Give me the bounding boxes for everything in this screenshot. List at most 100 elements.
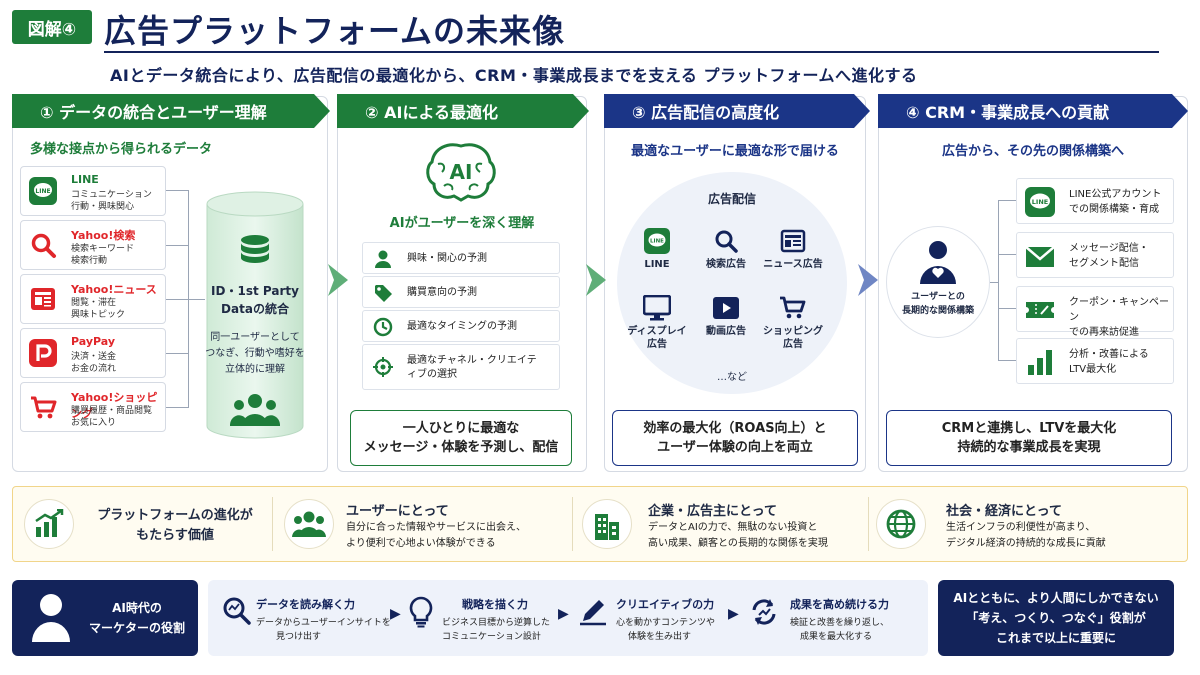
user-relation-label: ユーザーとの長期的な関係構築 [901, 292, 974, 316]
connector [998, 200, 1016, 201]
figure-tag: 図解④ [12, 10, 92, 44]
user-heart-icon [920, 241, 956, 284]
value-divider [572, 497, 573, 551]
col2-lead: AIがユーザーを深く理解 [389, 216, 535, 231]
source-line: LINE LINE コミュニケーション行動・興味関心 [20, 166, 166, 216]
source-name: LINE [71, 173, 99, 186]
flow-arrow [328, 264, 348, 296]
banner-step-1: ① データの統合とユーザー理解 [12, 94, 330, 128]
col2-result: 一人ひとりに最適なメッセージ・体験を予測し、配信 [350, 410, 572, 466]
skill-creative: クリエイティブの力 心を動かすコンテンツや体験を生み出す [616, 598, 716, 642]
banner-step-4: ④ CRM・事業成長への貢献 [878, 94, 1188, 128]
col3-result: 効率の最大化（ROAS向上）とユーザー体験の向上を両立 [612, 410, 858, 466]
connector [166, 245, 188, 246]
marketer-skills-bar [208, 580, 928, 656]
source-name: Yahoo!ニュース [71, 283, 157, 296]
skill-arrow: ▶ [390, 606, 401, 622]
channel-news: ニュース広告 [758, 228, 828, 271]
people-icon [284, 499, 334, 549]
pen-icon [578, 596, 608, 626]
crm-messaging: メッセージ配信・セグメント配信 [1016, 232, 1174, 278]
connector [998, 308, 1016, 309]
data-cylinder [206, 191, 304, 439]
source-name: PayPay [71, 335, 116, 348]
skill-improvement: 成果を高め続ける力 検証と改善を繰り返し、成果を最大化する [790, 598, 890, 642]
skill-data-reading: データを読み解く力 データからユーザーインサイトを見つけ出す [256, 598, 391, 642]
ad-delivery-circle [617, 172, 847, 394]
coupon-icon [1026, 302, 1054, 318]
source-yahoo-shopping: Yahoo!ショッピング 購買履歴・商品閲覧お気に入り [20, 382, 166, 432]
source-desc: 検索キーワード検索行動 [71, 244, 135, 266]
channels-etc: …など [717, 372, 747, 383]
conclusion-box: AIとともに、より人間にしかできない「考え、つくり、つなぐ」役割がこれまで以上に… [938, 580, 1174, 656]
feature-purchase-intent: 購買意向の予測 [362, 276, 560, 308]
news-icon [780, 229, 806, 253]
value-user-desc: 自分に合った情報やサービスに出会え、より便利で心地よい体験ができる [346, 522, 526, 549]
skill-arrow: ▶ [728, 606, 739, 622]
col3-lead: 最適なユーザーに最適な形で届ける [631, 144, 839, 159]
source-name: Yahoo!ショッピング [71, 391, 158, 420]
ai-brain-icon [426, 143, 496, 202]
source-desc: コミュニケーション行動・興味関心 [71, 190, 152, 212]
svg-text:LINE: LINE [650, 239, 664, 245]
connector [166, 407, 188, 408]
crm-item-label: メッセージ配信・セグメント配信 [1069, 243, 1149, 269]
search-icon [715, 230, 738, 253]
feature-channel: 最適なチャネル・クリエイティブの選択 [362, 344, 560, 390]
page-title: 広告プラットフォームの未来像 [104, 12, 566, 50]
value-user-title: ユーザーにとって [346, 504, 449, 519]
connector [166, 190, 188, 191]
feature-label: 最適なタイミングの予測 [407, 321, 517, 332]
magnifier-icon [222, 596, 252, 626]
value-business-title: 企業・広告主にとって [648, 504, 777, 519]
title-underline [104, 51, 1159, 53]
value-divider [868, 497, 869, 551]
building-icon [582, 499, 632, 549]
source-desc: 閲覧・滞在興味トピック [71, 298, 126, 320]
value-business-desc: データとAIの力で、無駄のない投資と高い成果、顧客との長期的な関係を実現 [648, 522, 828, 549]
flow-arrow [858, 264, 878, 296]
target-icon [373, 357, 393, 377]
col1-lead: 多様な接点から得られるデータ [30, 142, 213, 157]
line-icon: LINE [644, 228, 670, 254]
feature-label: 購買意向の予測 [407, 287, 477, 298]
cart-icon [780, 296, 806, 319]
line-icon: LINE [1025, 187, 1055, 217]
users-group-icon [230, 394, 280, 426]
connector [998, 360, 1016, 361]
channel-video: 動画広告 [691, 295, 761, 338]
connector [166, 353, 188, 354]
cylinder-desc: 同一ユーザーとしてつなぎ、行動や嗜好を立体的に理解 [205, 332, 305, 375]
svg-text:LINE: LINE [1032, 198, 1048, 206]
source-name: Yahoo!検索 [71, 229, 136, 242]
tag-icon [375, 285, 392, 302]
cart-icon [31, 396, 57, 419]
connector [990, 282, 998, 283]
col4-result: CRMと連携し、LTVを最大化持続的な事業成長を実現 [886, 410, 1172, 466]
skill-strategy: 戦略を描く力 ビジネス目標から逆算したコミュニケーション設計 [442, 598, 551, 642]
ai-label: AI [449, 160, 473, 184]
channel-search: 検索広告 [691, 228, 761, 271]
monitor-icon [643, 295, 671, 321]
feature-label: 興味・関心の予測 [407, 253, 487, 264]
bar-chart-icon [1028, 350, 1052, 375]
source-yahoo-news: Yahoo!ニュース 閲覧・滞在興味トピック [20, 274, 166, 324]
skill-arrow: ▶ [558, 606, 569, 622]
flow-arrow [586, 264, 606, 296]
value-label: プラットフォームの進化がもたらす価値 [97, 508, 253, 543]
source-desc: 決済・送金お金の流れ [71, 352, 117, 374]
connector [188, 299, 205, 300]
clock-icon [373, 317, 393, 337]
feature-label: 最適なチャネル・クリエイティブの選択 [407, 355, 537, 380]
mail-icon [1025, 246, 1055, 267]
feature-timing: 最適なタイミングの予測 [362, 310, 560, 342]
value-society-desc: 生活インフラの利便性が高まり、デジタル経済の持続的な成長に貢献 [946, 522, 1106, 549]
growth-chart-icon [24, 499, 74, 549]
cycle-icon [748, 596, 780, 628]
person-icon [375, 250, 391, 268]
crm-item-label: クーポン・キャンペーンでの再来訪促進 [1069, 297, 1169, 338]
value-society-title: 社会・経済にとって [946, 504, 1062, 519]
